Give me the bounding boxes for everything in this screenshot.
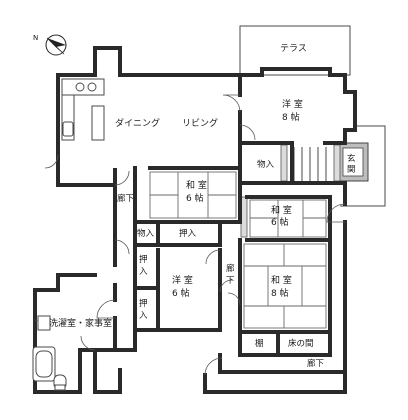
storage-a-label: 物入	[257, 159, 275, 170]
western-6-type-label: 洋 室	[172, 274, 193, 286]
japanese-6-size-label: 6 帖	[186, 192, 204, 204]
corridor-b-char1: 廊	[226, 263, 235, 274]
corridor-c-label: 廊下	[307, 358, 325, 369]
tatami-japanese-6b	[249, 199, 327, 238]
room-labels: テラス 洋 室 8 帖 ダイニング リビング 物入 玄 関 和 室 6 帖 廊下…	[49, 43, 356, 369]
shelf-label: 棚	[255, 338, 264, 349]
western-6-size-label: 6 帖	[172, 287, 190, 299]
closet-c-char1: 押	[139, 298, 148, 309]
japanese-6b-size-label: 6 帖	[271, 216, 289, 228]
kitchen-fixtures	[61, 78, 105, 141]
terrace-area	[239, 25, 351, 76]
japanese-8-type-label: 和 室	[271, 274, 292, 286]
bath-fixtures	[32, 315, 67, 391]
north-label: N	[33, 34, 38, 42]
storage-b-label: 物入	[137, 228, 155, 239]
japanese-6-type-label: 和 室	[186, 179, 207, 191]
japanese-6b-type-label: 和 室	[271, 204, 292, 216]
tatami-japanese-6	[149, 171, 237, 219]
corridor-b-char2: 下	[226, 276, 235, 286]
tatami-japanese-8	[243, 243, 327, 329]
laundry-label: 洗濯室・家事室	[49, 317, 112, 329]
door-swings	[34, 94, 346, 376]
alcove-label: 床の間	[288, 338, 314, 349]
corridor-a-label: 廊下	[117, 193, 135, 204]
closet-a-label: 押入	[179, 228, 197, 239]
closet-b-char2: 入	[139, 267, 148, 277]
western-8-type-label: 洋 室	[282, 98, 303, 110]
living-label: リビング	[182, 117, 218, 129]
terrace-label: テラス	[280, 43, 307, 54]
dining-label: ダイニング	[115, 117, 160, 129]
entrance-label-1: 玄	[347, 153, 356, 164]
north-arrow-icon: N	[33, 34, 67, 56]
entrance-porch	[293, 125, 386, 207]
closet-b-char1: 押	[139, 254, 148, 265]
japanese-8-size-label: 8 帖	[271, 287, 289, 299]
entrance-label-2: 関	[347, 165, 356, 175]
western-8-size-label: 8 帖	[282, 111, 300, 123]
closet-c-char2: 入	[139, 311, 148, 321]
walls	[33, 46, 357, 394]
